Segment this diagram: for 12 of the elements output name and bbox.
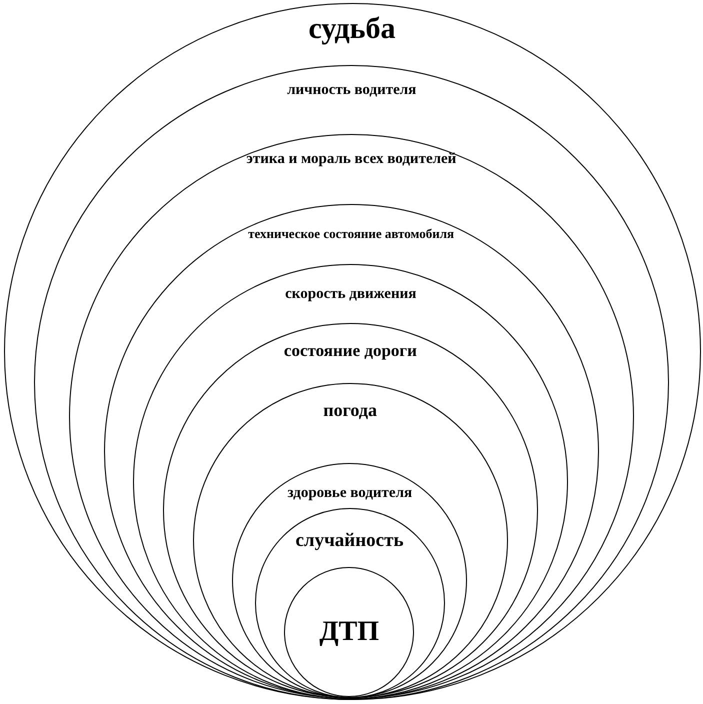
circle-label: этика и мораль всех водителей [246, 152, 456, 168]
circle-label: техническое состояние автомобиля [248, 227, 454, 240]
circle-label: скорость движения [285, 286, 416, 302]
circle-label: погода [323, 401, 377, 420]
circle [284, 567, 414, 698]
circle-label: ДТП [319, 618, 380, 646]
circle-label: состояние дороги [284, 342, 417, 360]
circle-label: случайность [295, 530, 404, 550]
circle-label: личность водителя [287, 82, 416, 98]
circle [254, 508, 444, 698]
circle-label: здоровье водителя [288, 486, 412, 501]
circle-label: судьба [308, 14, 396, 44]
